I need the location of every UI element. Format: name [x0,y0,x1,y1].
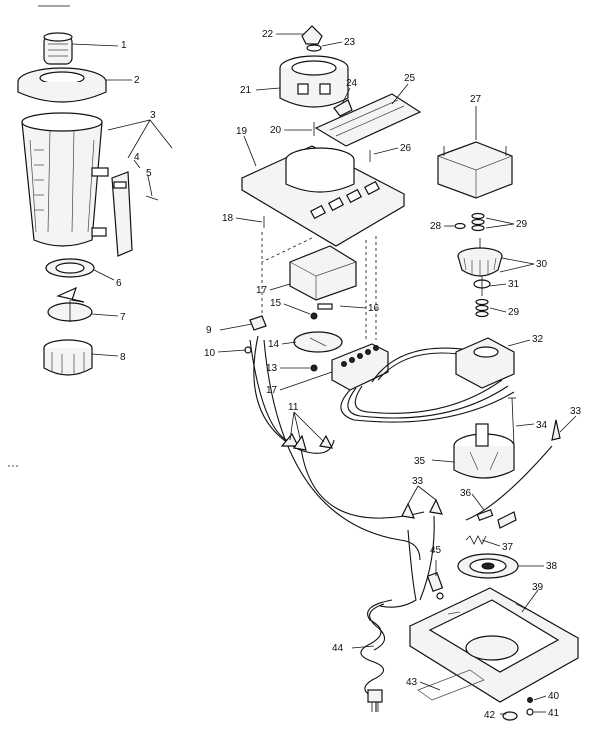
part-27-fan-shroud [437,141,513,199]
callout-38: 38 [546,561,558,572]
callout-43: 43 [406,677,418,688]
part-39-base [408,587,580,703]
part-2-jar-lid [17,67,107,103]
part-9-switch-bracket [249,315,267,331]
part-17-terminal-block [331,343,389,391]
callout-33-center: 33 [412,476,424,487]
callout-23: 23 [344,37,356,48]
callout-29-lower: 29 [508,307,520,318]
part-5-screw [145,195,159,201]
part-13-nut [310,364,318,372]
callout-22: 22 [262,29,274,40]
callout-18: 18 [222,213,234,224]
part-11-wire-connectors [280,432,334,451]
part-41-washer [526,708,534,716]
callout-35: 35 [414,456,426,467]
callout-39: 39 [532,582,544,593]
callout-13: 13 [266,363,278,374]
callout-20: 20 [270,125,282,136]
part-29-washers-lower [475,298,489,318]
callout-40: 40 [548,691,560,702]
callout-14: 14 [268,339,280,350]
part-14-plate [293,331,343,353]
callout-37: 37 [502,542,514,553]
callout-26: 26 [400,143,412,154]
part-23-washer [306,44,322,52]
wire-harness [340,347,515,423]
part-17-motor-field [289,245,357,301]
callout-33-right: 33 [570,406,582,417]
callout-29-upper: 29 [516,219,528,230]
part-22-knob [301,25,323,45]
callouts: 1 2 3 4 5 6 7 8 9 10 11 13 14 15 16 17 1… [116,29,582,721]
callout-11: 11 [288,402,299,413]
callout-17-lower: 17 [266,385,278,396]
part-21-motor-collar [279,55,349,108]
part-29-washers-upper [471,212,485,232]
part-35-motor-bracket [453,423,515,479]
part-24-clip [333,99,353,117]
callout-4: 4 [134,152,140,163]
callout-5: 5 [146,168,152,179]
callout-15: 15 [270,298,282,309]
callout-31: 31 [508,279,520,290]
part-32-brush-holder [455,337,515,389]
part-45-strain-relief [426,572,444,600]
part-28-washer [454,222,466,230]
callout-19: 19 [236,126,248,137]
callout-27: 27 [470,94,482,105]
part-33-connector-right [551,419,561,441]
part-4-handle [111,171,133,257]
part-15-nut [310,312,318,320]
callout-10: 10 [204,348,216,359]
callout-16: 16 [368,303,380,314]
callout-25: 25 [404,73,416,84]
part-44-power-cord [360,599,393,712]
part-16-fastener [317,303,333,310]
part-42-foot [502,711,518,721]
part-25-switch-panel [314,93,422,147]
callout-32: 32 [532,334,544,345]
part-7-blade-assembly [47,286,93,322]
callout-30: 30 [536,259,548,270]
callout-34: 34 [536,420,548,431]
callout-7: 7 [120,312,126,323]
part-31-commutator [473,276,491,296]
part-19-top-housing [240,145,406,247]
part-38-drive-coupling [457,553,519,579]
part-30-armature [457,238,503,277]
callout-44: 44 [332,643,344,654]
callout-8: 8 [120,352,126,363]
callout-41: 41 [548,708,560,719]
part-8-jar-base [43,339,93,376]
leader-lines [71,33,577,715]
part-36-switch-lead [465,445,553,529]
callout-2: 2 [134,75,140,86]
callout-45: 45 [430,545,442,556]
callout-17-upper: 17 [256,285,268,296]
callout-9: 9 [206,325,212,336]
part-37-spring [465,535,487,545]
callout-21: 21 [240,85,252,96]
part-34-thru-bolt [508,397,516,447]
part-6-gasket [45,258,95,278]
callout-28: 28 [430,221,442,232]
callout-3: 3 [150,110,156,121]
callout-6: 6 [116,278,122,289]
callout-24: 24 [346,78,358,89]
part-33-connectors [401,498,443,519]
part-43-base-label [417,669,485,701]
part-3-blender-jar [21,112,109,247]
part-40-screw [527,697,533,703]
callout-36: 36 [460,488,472,499]
callout-1: 1 [121,40,127,51]
callout-42: 42 [484,710,496,721]
part-1-jar-cap [43,32,73,65]
